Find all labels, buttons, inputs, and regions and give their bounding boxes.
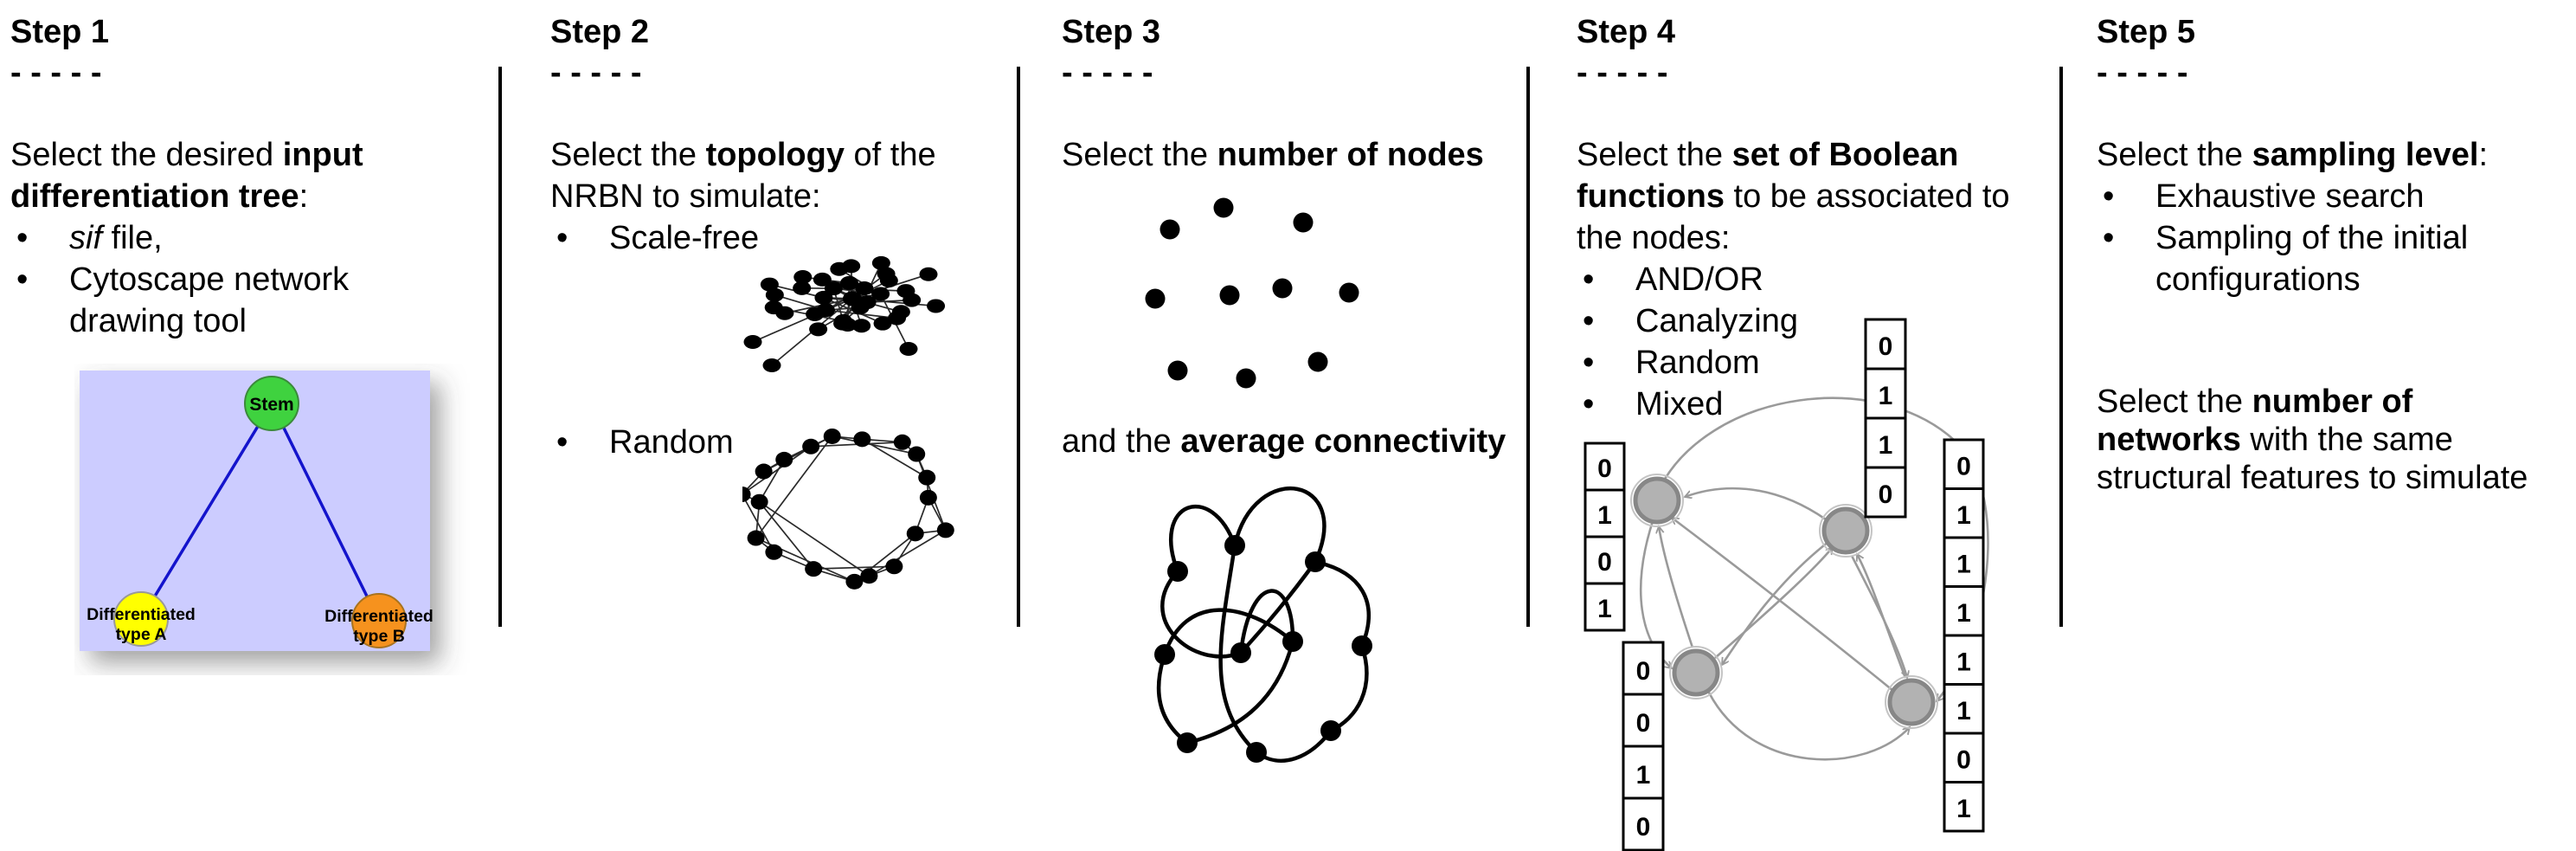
bullet-marker: •: [1583, 386, 1595, 422]
step-1-dashes: - - - - -: [10, 55, 102, 91]
type-b-label: type B: [353, 627, 405, 646]
nodes-dots-figure: [1145, 197, 1359, 389]
step-5-title: Step 5: [2097, 14, 2196, 50]
type-a-label: Differentiated: [87, 605, 196, 624]
random-network-figure: [742, 428, 954, 590]
step-5-dashes: - - - - -: [2097, 55, 2188, 91]
text-line: Select the sampling level:: [2097, 137, 2489, 173]
bullet-item: •sif file,: [10, 217, 163, 259]
bullet-item: •AND/OR: [1577, 259, 1763, 300]
bullet-marker: •: [2103, 178, 2115, 215]
bullet-item: •Cytoscape network: [10, 259, 349, 300]
scale-free-network-figure: [743, 255, 946, 372]
svg-text:0: 0: [1636, 813, 1651, 841]
svg-text:1: 1: [1956, 648, 1971, 677]
boolean-network-figure: 0 1 0 1 0 0 1 0 0 1 1 0 0 1 1 1 1 1 0 1: [1584, 318, 1989, 851]
truth-table-top: 0 1 1 0: [1864, 318, 1907, 519]
step-5-column: Step 5 - - - - - Select the sampling lev…: [2097, 0, 2529, 851]
svg-text:1: 1: [1956, 551, 1971, 579]
separator-1: [498, 67, 502, 627]
type-a-label: type A: [116, 625, 167, 644]
text-line: and the average connectivity: [1062, 423, 1506, 460]
step-4-title: Step 4: [1577, 14, 1676, 50]
step-3-column: Step 3 - - - - - Select the number of no…: [1062, 0, 1506, 851]
svg-text:1: 1: [1597, 595, 1612, 623]
bullet-marker: •: [1583, 261, 1595, 298]
boolean-node-4: [1887, 678, 1936, 726]
bullet-item: •Scale-free: [550, 217, 759, 259]
average-connectivity-figure: [1154, 487, 1372, 763]
svg-text:1: 1: [1879, 431, 1893, 460]
step-3-title: Step 3: [1062, 14, 1161, 50]
svg-text:1: 1: [1956, 599, 1971, 628]
bullet-marker: •: [16, 220, 29, 256]
bullet-item: •Mixed: [1577, 384, 1723, 425]
text-line: drawing tool: [69, 303, 247, 339]
truth-table-bottom-left: 0 0 1 0: [1622, 641, 1665, 851]
boolean-node-1: [1633, 476, 1681, 525]
bullet-marker: •: [1583, 345, 1595, 381]
type-b-label: Differentiated: [324, 607, 434, 626]
bullet-marker: •: [1583, 303, 1595, 339]
stem-node: [244, 376, 299, 431]
svg-text:1: 1: [1879, 382, 1893, 410]
svg-text:1: 1: [1956, 501, 1971, 530]
bullet-item: •Random: [550, 422, 734, 463]
text-line: Select the topology of the: [550, 137, 936, 173]
stem-label: Stem: [249, 395, 293, 415]
bullet-item: •Exhaustive search: [2097, 176, 2425, 217]
bullet-marker: •: [16, 261, 29, 298]
bullet-item: •Random: [1577, 342, 1760, 384]
step-4-column: Step 4 - - - - - Select the set of Boole…: [1577, 0, 2010, 851]
svg-text:0: 0: [1636, 709, 1651, 738]
truth-table-left: 0 1 0 1: [1584, 442, 1626, 632]
separator-4: [2059, 67, 2063, 627]
step-1-title: Step 1: [10, 14, 110, 50]
svg-text:1: 1: [1956, 795, 1971, 823]
bullet-marker: •: [556, 220, 569, 256]
separator-2: [1017, 67, 1020, 627]
svg-text:0: 0: [1956, 746, 1971, 775]
text-line: structural features to simulate: [2097, 460, 2528, 496]
bullet-marker: •: [556, 424, 569, 461]
svg-text:0: 0: [1597, 455, 1612, 483]
svg-text:0: 0: [1879, 332, 1893, 361]
bullet-marker: •: [2103, 220, 2115, 256]
text-line: the nodes:: [1577, 220, 1731, 256]
text-line: NRBN to simulate:: [550, 178, 821, 215]
step-2-column: Step 2 - - - - - Select the topology of …: [550, 0, 983, 851]
text-line: Select the number of: [2097, 384, 2413, 420]
bullet-item: •Canalyzing: [1577, 300, 1798, 342]
text-line: configurations: [2155, 261, 2361, 298]
svg-text:0: 0: [1879, 480, 1893, 509]
boolean-node-2: [1821, 506, 1870, 555]
svg-text:1: 1: [1636, 761, 1651, 790]
svg-text:0: 0: [1956, 453, 1971, 481]
svg-text:1: 1: [1597, 501, 1612, 530]
step-2-title: Step 2: [550, 14, 650, 50]
text-line: Select the set of Boolean: [1577, 137, 1959, 173]
type-b-node: [351, 593, 407, 648]
text-line: networks with the same: [2097, 422, 2453, 458]
svg-text:1: 1: [1956, 697, 1971, 725]
svg-text:0: 0: [1597, 548, 1612, 577]
boolean-node-3: [1672, 648, 1720, 697]
step-1-column: Step 1 - - - - - Select the desired inpu…: [10, 0, 443, 851]
truth-table-right: 0 1 1 1 1 1 0 1: [1943, 438, 1985, 833]
bullet-item: •Sampling of the initial: [2097, 217, 2468, 259]
text-line: functions to be associated to: [1577, 178, 2010, 215]
separator-3: [1526, 67, 1530, 627]
step-3-dashes: - - - - -: [1062, 55, 1153, 91]
text-line: Select the desired input: [10, 137, 363, 173]
step-2-dashes: - - - - -: [550, 55, 642, 91]
text-line: differentiation tree:: [10, 178, 309, 215]
svg-text:0: 0: [1636, 657, 1651, 686]
type-a-node: [113, 591, 169, 647]
text-line: Select the number of nodes: [1062, 137, 1484, 173]
step-4-dashes: - - - - -: [1577, 55, 1668, 91]
